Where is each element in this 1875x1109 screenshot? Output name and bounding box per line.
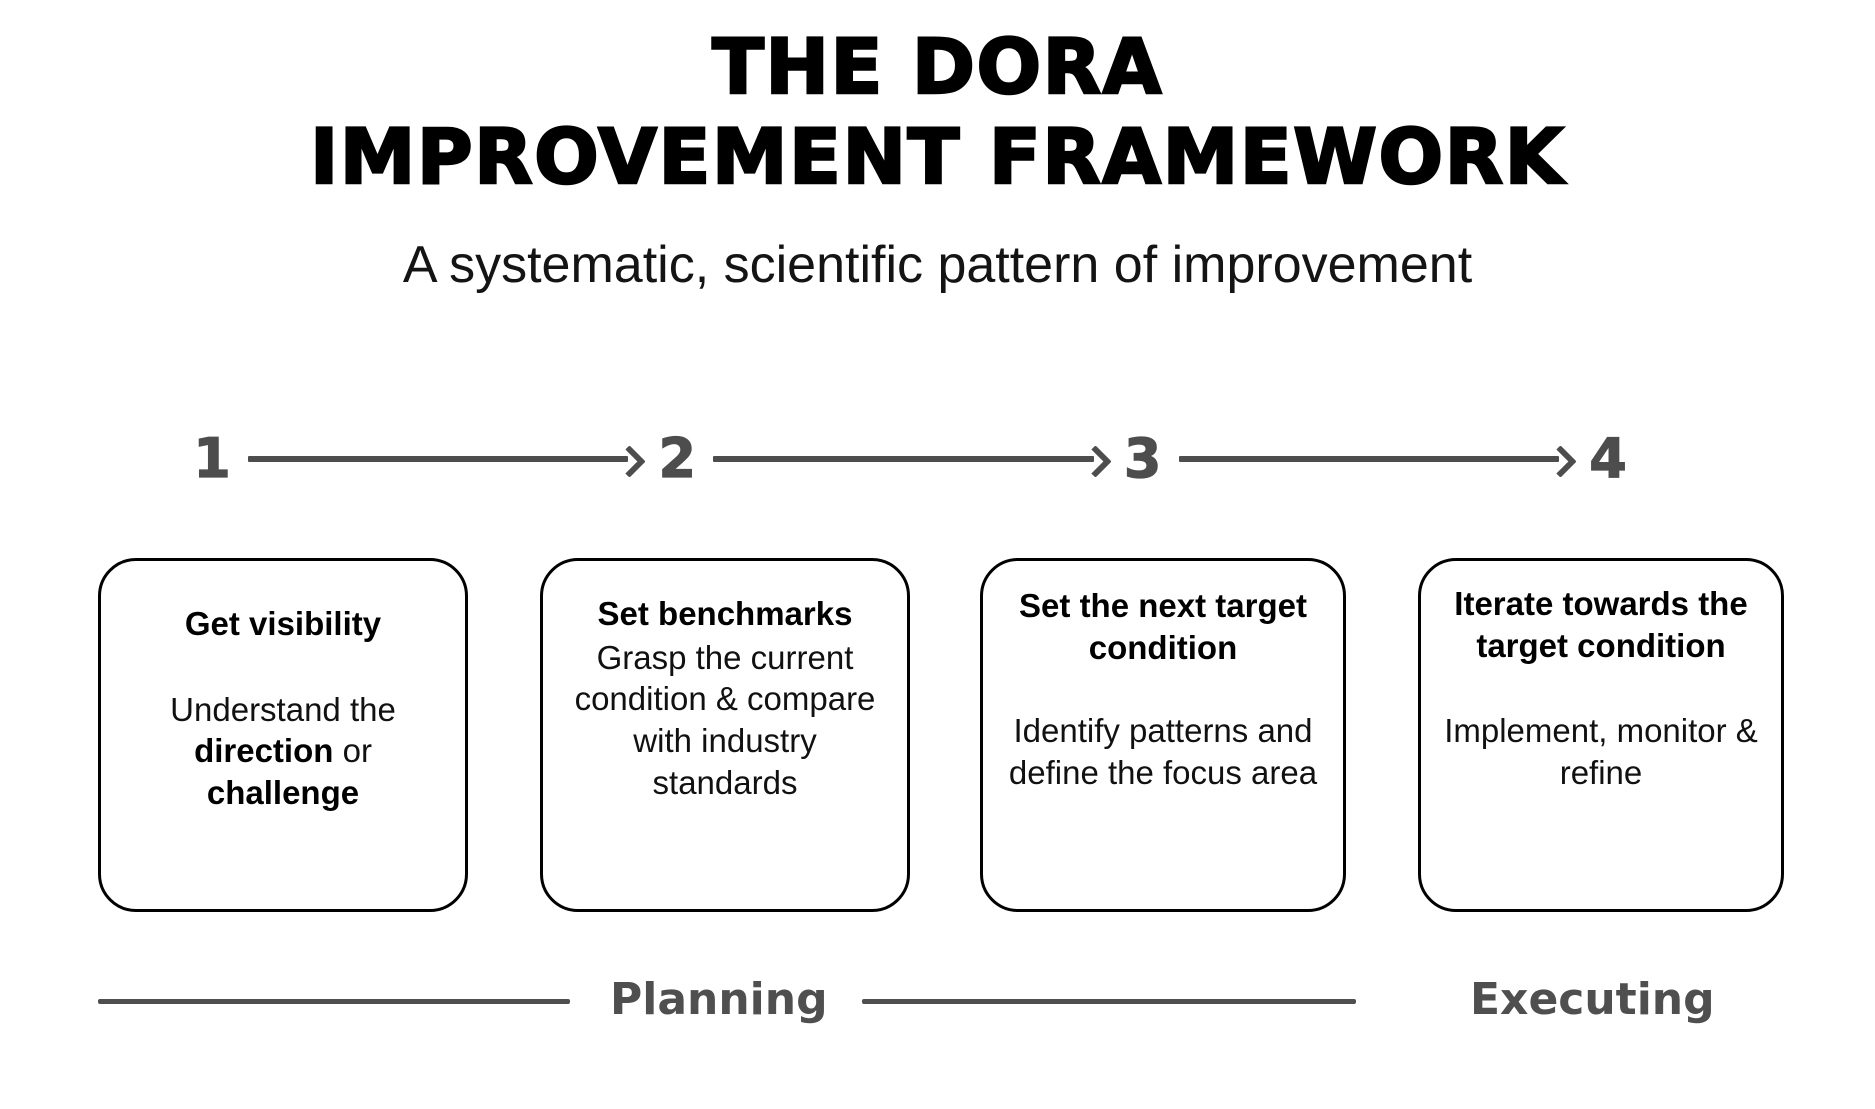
header: THE DORA IMPROVEMENT FRAMEWORK A systema…	[0, 0, 1875, 295]
body-text-mid: or	[333, 732, 372, 770]
page-subtitle: A systematic, scientific pattern of impr…	[402, 236, 1473, 295]
step-card-4: Iterate towards the target condition Imp…	[1418, 558, 1784, 912]
step-card-1-body: Understand the direction or challenge	[115, 689, 451, 815]
arrow-head	[1544, 445, 1577, 478]
step-number-3: 3	[1123, 427, 1162, 490]
phase-label-planning: Planning	[610, 974, 828, 1025]
phase-footer: Planning Executing	[0, 970, 1875, 1040]
title-line-2: IMPROVEMENT FRAMEWORK	[309, 110, 1566, 201]
step-card-2: Set benchmarks Grasp the current conditi…	[540, 558, 910, 912]
arrow-shaft	[248, 456, 629, 462]
arrow-icon-3-to-4	[1178, 445, 1577, 478]
arrow-shaft	[713, 456, 1094, 462]
step-card-3-heading: Set the next target condition	[1019, 587, 1307, 666]
title-line-1: THE DORA	[711, 21, 1163, 113]
step-rail: 1 2 3 4	[190, 424, 1630, 494]
body-text-bold-challenge: challenge	[206, 774, 360, 812]
step-number-4: 4	[1589, 427, 1628, 490]
step-number-1: 1	[193, 427, 232, 490]
body-text-bold-direction: direction	[194, 732, 334, 770]
arrow-icon-1-to-2	[248, 445, 647, 478]
step-card-3: Set the next target condition Identify p…	[980, 558, 1346, 912]
arrow-shaft	[1178, 456, 1559, 462]
step-card-3-body: Identify patterns and define the focus a…	[1008, 712, 1318, 792]
step-card-2-body: Grasp the current condition & compare wi…	[574, 638, 876, 802]
arrow-head	[613, 445, 647, 478]
phase-label-executing: Executing	[1470, 974, 1715, 1025]
page-title: THE DORA IMPROVEMENT FRAMEWORK	[0, 0, 1875, 202]
phase-divider-left	[98, 999, 570, 1004]
step-number-2: 2	[658, 427, 697, 490]
step-card-1: Get visibility Understand the direction …	[98, 558, 468, 912]
body-text-prefix: Understand the	[170, 690, 396, 728]
step-card-2-heading: Set benchmarks	[597, 595, 853, 632]
step-card-4-heading: Iterate towards the target condition	[1454, 585, 1748, 664]
arrow-icon-2-to-3	[713, 445, 1112, 478]
phase-divider-right	[862, 999, 1356, 1004]
step-card-4-body: Implement, monitor & refine	[1444, 712, 1758, 792]
arrow-head	[1078, 445, 1112, 478]
step-cards: Get visibility Understand the direction …	[0, 558, 1875, 912]
step-card-1-heading: Get visibility	[184, 605, 382, 642]
